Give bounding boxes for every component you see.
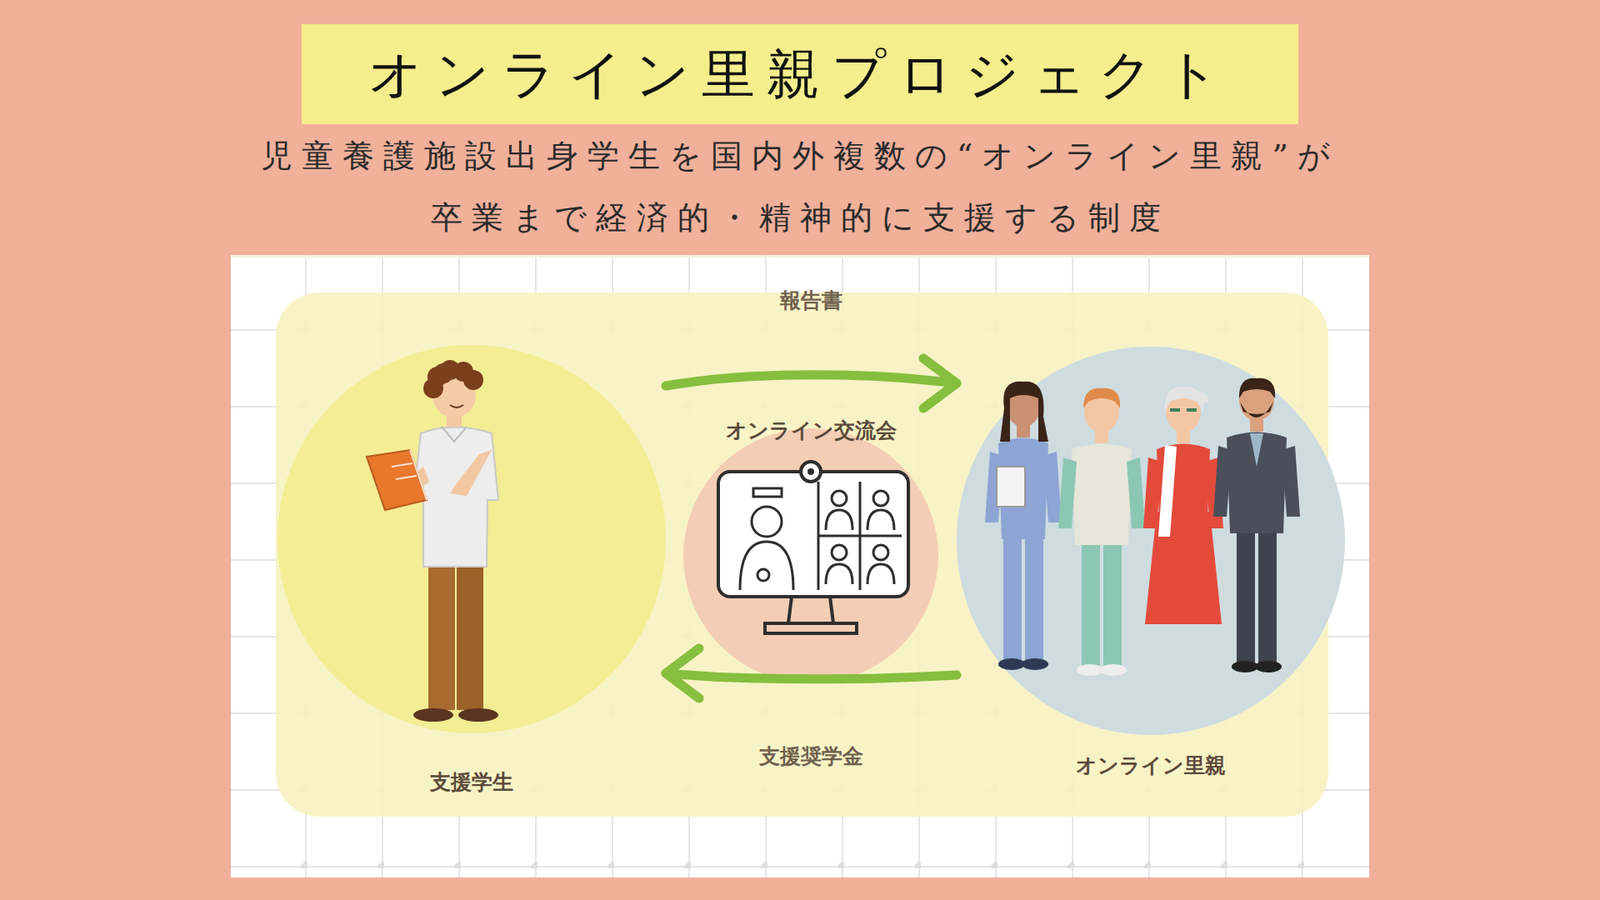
leg [1258, 525, 1277, 667]
small-avatar-head [831, 545, 847, 560]
arms [1058, 457, 1145, 529]
monitor-stand [765, 596, 857, 634]
shoe [998, 658, 1025, 670]
arrow-head [923, 358, 957, 409]
arrow-shaft [665, 375, 957, 386]
small-avatar-body [867, 564, 895, 585]
scarf [1158, 445, 1177, 537]
arrow-head [665, 648, 700, 699]
hair [1083, 388, 1120, 409]
circle-fill [956, 346, 1345, 735]
shoe [1100, 664, 1127, 676]
arrow-connector [665, 648, 957, 699]
student-figure [366, 360, 499, 722]
small-avatar-body [825, 564, 853, 585]
circle-fill [683, 428, 939, 684]
hair [1239, 378, 1275, 399]
trouser-leg [428, 560, 455, 710]
torso [1226, 432, 1287, 535]
node-label: 支援学生 [430, 768, 514, 796]
diagram-panel [230, 255, 1370, 878]
leg [1025, 530, 1044, 665]
beard [1240, 401, 1274, 418]
shoe [1231, 660, 1259, 673]
shoe [1255, 660, 1282, 673]
small-avatar-head [873, 490, 889, 506]
edge-label: 支援奨学金 [754, 740, 869, 772]
collar [441, 426, 467, 442]
tracksuit-figure [1058, 388, 1145, 676]
small-avatar-head [831, 490, 847, 506]
title-box [301, 24, 1299, 125]
shoe [1021, 658, 1049, 670]
shirt-front [1250, 433, 1264, 467]
smile [450, 405, 464, 408]
mic-icon [757, 569, 770, 581]
trouser-leg [456, 560, 484, 710]
suited-man-figure [1213, 378, 1300, 673]
main-avatar-body [740, 541, 794, 590]
glasses [1170, 408, 1197, 412]
hair-curl [463, 370, 484, 390]
hair-curl [433, 363, 454, 384]
nurse-figure [985, 381, 1062, 670]
grid-texture [230, 255, 1370, 878]
book-page [391, 450, 427, 500]
node-label: オンライン里親 [1075, 751, 1226, 780]
edge-label: 報告書 [775, 284, 848, 315]
arrow-connector [665, 358, 957, 409]
small-avatar-body [867, 510, 895, 530]
torso [1071, 444, 1132, 546]
shoe [458, 708, 499, 722]
arm [450, 450, 492, 496]
clipboard [996, 466, 1025, 507]
hair [1000, 381, 1049, 442]
name-bar [753, 488, 782, 497]
arms [1143, 457, 1224, 529]
shoe [1076, 664, 1104, 676]
main-avatar-head [751, 506, 782, 537]
camera-lens [807, 468, 815, 475]
leg [1236, 525, 1255, 667]
circle-fill [277, 345, 666, 734]
small-avatar-body [825, 510, 853, 530]
title-text: オンライン里親プロジェクト [301, 24, 1299, 125]
caption-text: 児童養護施設出身学生を国内外複数の“オンライン里親”が 卒業まで経済的・精神的に… [175, 125, 1425, 249]
monitor-screen [718, 471, 909, 597]
pane-divider [818, 481, 902, 590]
grandmother-figure [1143, 386, 1224, 625]
shoe [413, 708, 454, 722]
book [366, 450, 427, 510]
hair [1165, 386, 1209, 412]
leg [1003, 530, 1022, 665]
camera [800, 461, 821, 482]
small-avatar-head [873, 545, 889, 560]
leg [1081, 536, 1100, 670]
panel-top-edge [230, 255, 1370, 258]
arrow-shaft [665, 673, 957, 680]
dress [1145, 511, 1222, 625]
node-label: オンライン交流会 [725, 416, 897, 445]
video-call-monitor [718, 461, 909, 634]
arms [985, 451, 1062, 523]
leg [1103, 536, 1122, 670]
